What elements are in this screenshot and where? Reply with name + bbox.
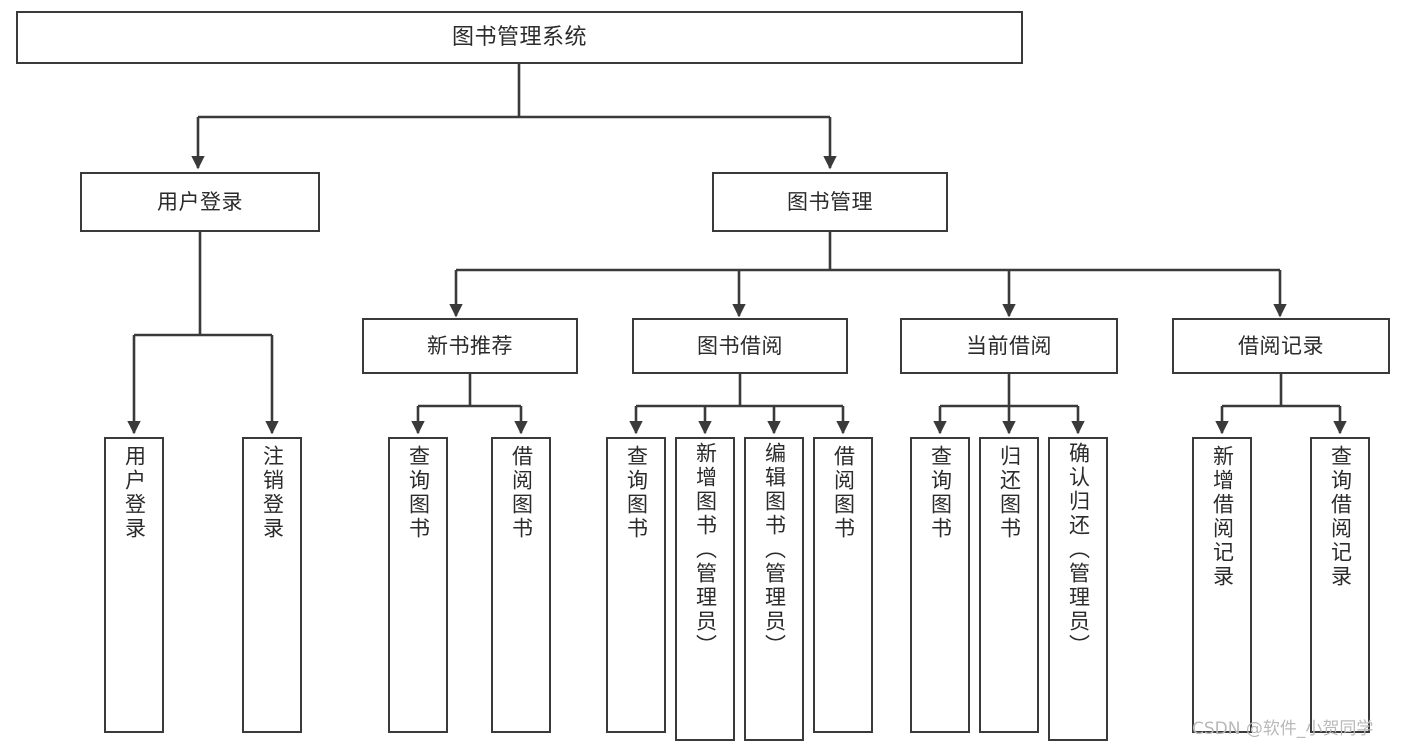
node-label: 用户登录 [157,189,243,214]
node-user-login[interactable]: 用户登录 [80,172,320,232]
node-label: 新增图书（管理员） [693,442,718,658]
leaf-add-book-admin[interactable]: 新增图书（管理员） [675,437,735,741]
node-label: 查询图书 [406,445,431,541]
node-label: 借阅记录 [1238,333,1324,358]
leaf-query-book-current[interactable]: 查询图书 [910,437,970,733]
leaf-edit-book-admin[interactable]: 编辑图书（管理员） [744,437,804,741]
node-book-borrow[interactable]: 图书借阅 [632,318,848,374]
node-book-management[interactable]: 图书管理 [712,172,948,232]
leaf-borrow-book[interactable]: 借阅图书 [813,437,873,733]
node-root-book-management-system[interactable]: 图书管理系统 [16,11,1023,64]
node-label: 用户登录 [122,445,147,541]
node-label: 图书管理 [787,189,873,214]
node-current-borrow[interactable]: 当前借阅 [900,318,1118,374]
node-label: 查询图书 [624,445,649,541]
node-label: 借阅图书 [831,445,856,541]
leaf-confirm-return-admin[interactable]: 确认归还（管理员） [1048,437,1108,741]
node-label: 新书推荐 [427,333,513,358]
node-label: 确认归还（管理员） [1066,442,1091,658]
leaf-return-book[interactable]: 归还图书 [979,437,1039,733]
leaf-logout-login[interactable]: 注销登录 [242,437,302,733]
node-label: 归还图书 [997,445,1022,541]
node-label: 查询借阅记录 [1328,445,1353,589]
leaf-user-login[interactable]: 用户登录 [104,437,164,733]
leaf-borrow-book-recommend[interactable]: 借阅图书 [491,437,551,733]
node-label: 注销登录 [260,445,285,541]
node-label: 新增借阅记录 [1210,445,1235,589]
node-new-book-recommend[interactable]: 新书推荐 [362,318,578,374]
node-label: 图书借阅 [697,333,783,358]
node-label: 图书管理系统 [451,24,587,50]
node-label: 当前借阅 [966,333,1052,358]
node-label: 借阅图书 [509,445,534,541]
watermark-csdn: CSDN @软件_小贺同学 [1192,719,1374,739]
leaf-add-borrow-record[interactable]: 新增借阅记录 [1192,437,1252,733]
node-label: 编辑图书（管理员） [762,442,787,658]
node-borrow-record[interactable]: 借阅记录 [1172,318,1390,374]
leaf-query-borrow-record[interactable]: 查询借阅记录 [1310,437,1370,733]
leaf-query-book-recommend[interactable]: 查询图书 [388,437,448,733]
node-label: 查询图书 [928,445,953,541]
leaf-query-book-borrow[interactable]: 查询图书 [606,437,666,733]
